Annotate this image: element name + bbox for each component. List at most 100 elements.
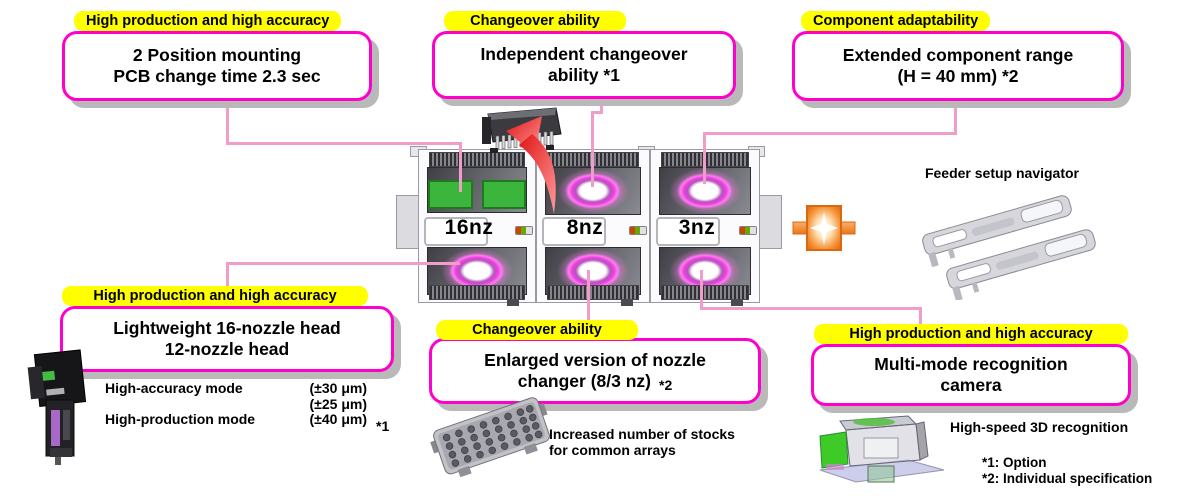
mode-value: (±40 μm) [309,411,367,427]
feeder-bank-top [429,152,525,167]
machine-foot [731,299,743,306]
callout-line: Lightweight 16-nozzle head [113,318,341,338]
feeder-images [893,180,1108,305]
nozzle-changer-image [418,396,553,493]
callout-line: (H = 40 mm) *2 [897,66,1019,86]
callout-line: Enlarged version of nozzle [484,349,706,370]
placement-machine-illustration: 16nz 8nz [396,146,782,306]
stocks-line: Increased number of stocks [549,426,735,442]
conveyor-stub-left [396,195,420,249]
mode-name: High-production mode [105,411,256,427]
footnote: *1: Option [982,455,1047,470]
module-label-band: 16nz [419,213,535,247]
callout-line: Extended component range [842,45,1074,65]
callout-line: camera [940,375,1002,395]
stocks-note: Increased number of stocks for common ar… [549,426,735,458]
connector-bottom-right-v [700,270,703,310]
callout-bottom-right: Multi-mode recognition camera [811,344,1131,406]
callout-line: Multi-mode recognition [874,354,1068,374]
indicator-red [516,227,521,234]
conveyor-stub-right [758,195,782,249]
callout-top-right: Extended component range (H = 40 mm) *2 [792,31,1124,101]
callout-line: ability *1 [548,65,620,85]
footnote-marker: *2 [659,376,673,393]
indicator-green [745,227,750,234]
feeder-bank-bottom [547,285,639,300]
connector-top-middle-v [600,93,603,114]
tag-top-right: Component adaptability [801,11,991,31]
machine-foot [507,299,519,306]
recognition-camera-image [812,408,952,498]
tag-top-middle: Changeover ability [444,11,626,31]
module-label-plate [656,217,720,246]
feeder-navigator-title: Feeder setup navigator [924,165,1080,181]
connector-top-left-v [226,97,229,144]
indicator-green [521,227,526,234]
indicator-off [526,227,532,234]
indicator-green [635,227,640,234]
camera-note: High-speed 3D recognition [950,419,1129,435]
connector-bottom-left-h [226,262,460,265]
connector-top-middle-drop [591,111,594,187]
callout-line: 2 Position mounting [132,45,302,65]
accuracy-modes: High-accuracy mode (±30 μm) (±25 μm) Hig… [105,380,367,428]
connector-bottom-middle-v [587,270,590,342]
module-label-band: 3nz [651,213,759,247]
callout-line: 12-nozzle head [164,339,290,359]
tag-top-left: High production and high accuracy [74,11,342,31]
feeder-bank-bottom [429,285,525,300]
machine-foot [621,299,633,306]
status-indicator [629,226,647,235]
indicator-off [640,227,646,234]
callout-top-middle: Independent changeover ability *1 [432,31,736,99]
pcb-clamp-green [428,180,473,209]
module-label: 16nz [444,216,494,239]
connector-top-left-h [226,142,462,145]
footnotes: *1: Option *2: Individual specification [982,455,1152,487]
callout-bottom-middle: Enlarged version of nozzle changer (8/3 … [429,338,761,404]
footnote-marker: *1 [376,418,390,434]
indicator-off [750,227,756,234]
indicator-red [630,227,635,234]
pcb-clamp-green [481,180,526,209]
module-label: 3nz [678,216,716,239]
status-indicator [739,226,757,235]
machine-module-16nz: 16nz [418,149,536,306]
machine-module-3nz: 3nz [650,149,760,306]
module-label-plate [424,217,488,246]
connector-top-right-h [703,132,957,135]
mode-value: (±30 μm) [309,380,367,396]
status-indicator [515,226,533,235]
mode-name: High-accuracy mode [105,380,243,396]
nozzle-head-image [22,348,102,473]
mode-row: (±25 μm) [105,395,367,413]
module-label-plate [542,217,606,246]
connector-top-middle-jog [591,111,603,114]
pcb-clamp-panel [427,167,527,213]
plus-join-icon [792,204,856,257]
tag-bottom-right: High production and high accuracy [814,324,1128,344]
connector-top-left-drop [459,142,462,192]
callout-line: Independent changeover [480,44,688,64]
connector-top-right-v [954,95,957,135]
mode-row: High-production mode (±40 μm) [105,411,367,428]
connector-bottom-left-v [226,262,229,294]
footnote: *2: Individual specification [982,471,1153,486]
callout-line: PCB change time 2.3 sec [113,66,321,86]
callout-bottom-left: Lightweight 16-nozzle head 12-nozzle hea… [60,306,394,372]
stocks-line: for common arrays [549,442,676,458]
tag-bottom-left: High production and high accuracy [62,286,368,306]
module-label: 8nz [566,216,604,239]
mode-value: (±25 μm) [309,395,367,412]
callout-line: changer (8/3 nz) *2 [518,371,672,393]
connector-bottom-right-h [700,307,922,310]
curved-arrow-up-left-icon [506,116,568,221]
callout-line-text: changer (8/3 nz) [517,370,651,391]
callout-top-left: 2 Position mounting PCB change time 2.3 … [62,31,372,101]
mode-row: High-accuracy mode (±30 μm) [105,380,367,397]
feeder-bank-bottom [661,285,749,300]
connector-top-right-drop [703,132,706,184]
tag-bottom-middle: Changeover ability [436,320,638,340]
indicator-red [740,227,745,234]
